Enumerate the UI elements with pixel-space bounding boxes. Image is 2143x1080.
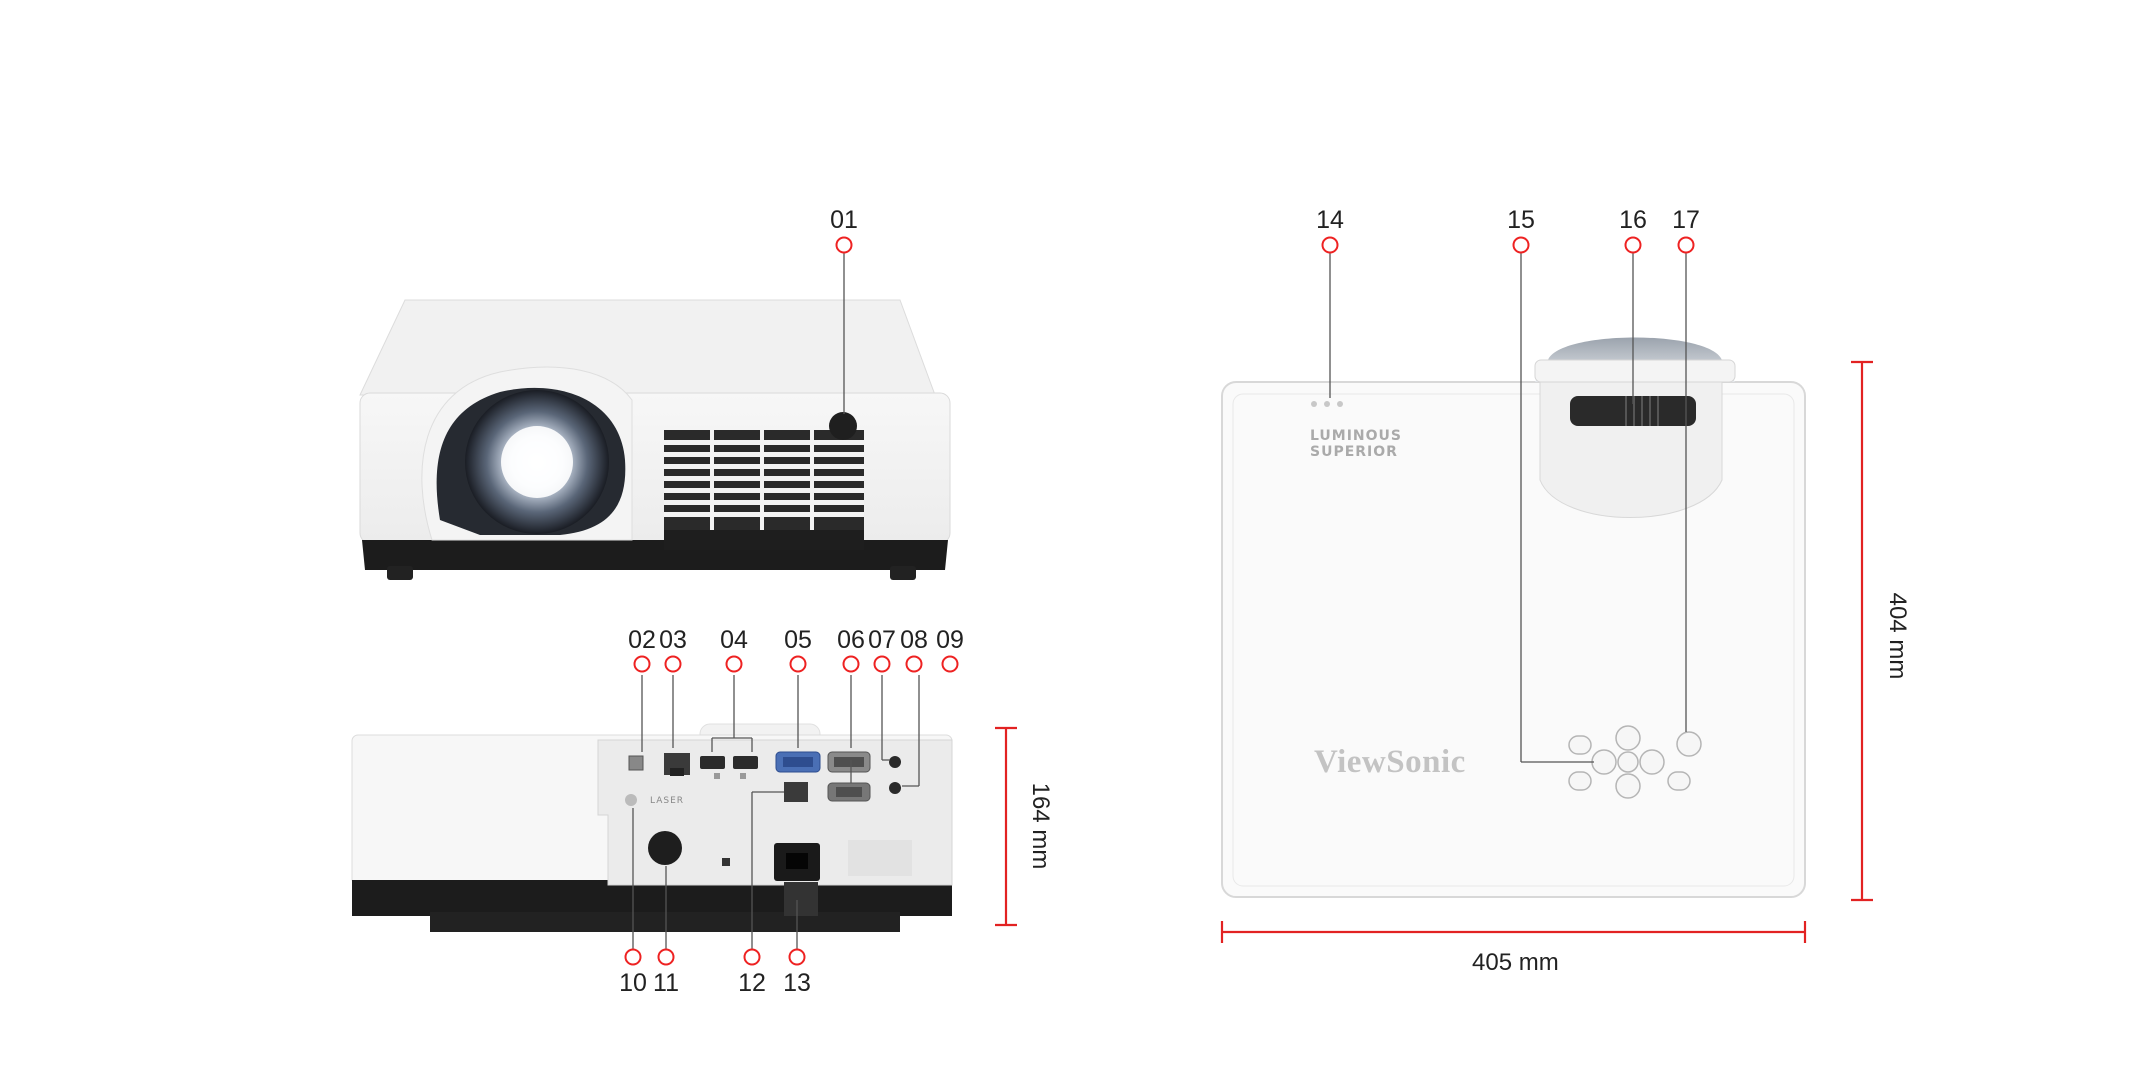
laser-label: LASER	[650, 796, 685, 806]
front-vent	[664, 430, 864, 550]
callout-label-16: 16	[1619, 206, 1647, 234]
depth-dimension-label: 404 mm	[1884, 592, 1911, 680]
hdbaset-port	[784, 782, 808, 802]
callout-dot-12	[743, 948, 761, 966]
callout-label-02: 02	[628, 626, 656, 654]
front-foot-left	[387, 566, 413, 580]
callout-label-07: 07	[868, 626, 896, 654]
speaker-grille	[848, 840, 912, 876]
callout-dot-17	[1677, 236, 1695, 254]
kensington-lock	[722, 858, 730, 866]
top-view	[1221, 337, 1806, 898]
height-dimension-label: 164 mm	[1027, 782, 1054, 870]
callout-dot-02	[633, 655, 651, 673]
callout-dot-04	[725, 655, 743, 673]
viewsonic-logo: ViewSonic	[1314, 744, 1466, 780]
callout-dot-08	[905, 655, 923, 673]
keypad-left	[1591, 749, 1617, 775]
callout-label-12: 12	[738, 969, 766, 997]
audio-out-port	[889, 782, 901, 794]
callout-lines	[632, 251, 1687, 949]
callout-dot-13	[788, 948, 806, 966]
keypad-menu	[1568, 735, 1592, 755]
rear-base	[352, 880, 952, 916]
led-indicator-3	[1337, 401, 1343, 407]
dimension-lines	[995, 360, 1873, 943]
callout-label-14: 14	[1316, 206, 1344, 234]
front-view	[359, 299, 951, 580]
callout-label-15: 15	[1507, 206, 1535, 234]
luminous-badge-line2: SUPERIOR	[1310, 444, 1398, 460]
callout-label-09: 09	[936, 626, 964, 654]
rear-ir-sensor	[648, 831, 682, 865]
callout-label-17: 17	[1672, 206, 1700, 234]
callout-dot-01	[835, 236, 853, 254]
rear-view	[351, 723, 953, 932]
rear-indicator	[625, 794, 637, 806]
callout-dot-15	[1512, 236, 1530, 254]
led-indicator-2	[1324, 401, 1330, 407]
keypad-down	[1615, 773, 1641, 799]
callout-label-06: 06	[837, 626, 865, 654]
keypad-ok	[1617, 751, 1639, 773]
led-indicator-1	[1311, 401, 1317, 407]
callout-dot-11	[657, 948, 675, 966]
callout-label-04: 04	[720, 626, 748, 654]
callout-dot-14	[1321, 236, 1339, 254]
callout-label-13: 13	[783, 969, 811, 997]
keypad-right	[1639, 749, 1665, 775]
ir-sensor	[829, 412, 857, 440]
callout-dot-16	[1624, 236, 1642, 254]
callout-dot-07	[873, 655, 891, 673]
keypad-exit	[1568, 771, 1592, 791]
callout-label-01: 01	[830, 206, 858, 234]
width-dimension-label: 405 mm	[1472, 949, 1559, 976]
callout-label-11: 11	[653, 969, 679, 997]
callout-dot-05	[789, 655, 807, 673]
keypad-up	[1615, 725, 1641, 751]
callout-dot-03	[664, 655, 682, 673]
hdmi-port-2	[733, 756, 758, 769]
usb-b-port	[628, 755, 644, 771]
keypad-source	[1667, 771, 1691, 791]
audio-in-port	[889, 756, 901, 768]
luminous-badge-line1: LUMINOUS	[1310, 428, 1402, 444]
control-keypad	[1568, 725, 1702, 799]
callout-label-05: 05	[784, 626, 812, 654]
hdmi-port-1	[700, 756, 725, 769]
front-top-panel	[359, 299, 936, 396]
callout-dot-09	[941, 655, 959, 673]
callout-label-08: 08	[900, 626, 928, 654]
callout-dot-10	[624, 948, 642, 966]
front-foot-right	[890, 566, 916, 580]
callout-dot-06	[842, 655, 860, 673]
callout-label-10: 10	[619, 969, 647, 997]
callout-label-03: 03	[659, 626, 687, 654]
power-button	[1676, 731, 1702, 757]
